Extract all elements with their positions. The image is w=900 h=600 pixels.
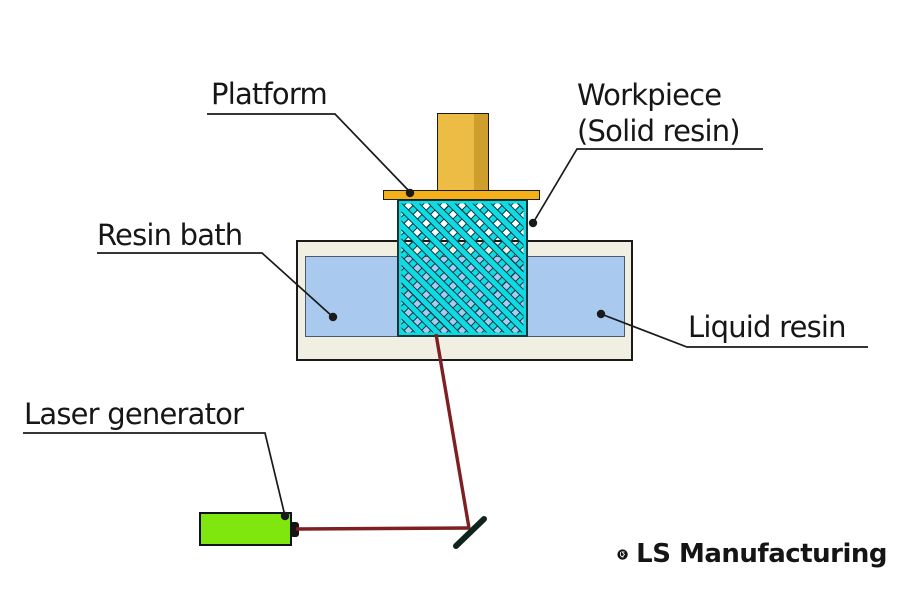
workpiece-lattice [397,199,528,337]
laser-generator-label: Laser generator [24,397,244,431]
laser-generator-leader-line [23,432,286,517]
platform-leader-dot [405,188,415,198]
laser-generator-leader-dot [280,511,290,521]
resin-bath-leader-dot [328,312,338,322]
brand-name: LS Manufacturing [636,539,887,569]
liquid-resin-label: Liquid resin [688,310,847,344]
ls-monogram-icon [617,548,628,560]
workpiece-label: Workpiece (Solid resin) [577,77,741,149]
brand-footer: LS Manufacturing [617,533,887,575]
laser-beam-horizontal [295,526,471,531]
platform-label: Platform [211,77,328,111]
resin-bath-label: Resin bath [97,218,243,252]
workpiece-leader-line [532,148,763,224]
platform-plate [383,190,540,200]
laser-beam-reflected [434,333,471,529]
platform-leader-line [207,113,411,193]
liquid-resin-leader-line [600,313,868,348]
resin-bath-leader-line [97,252,334,318]
laser-aperture [290,522,299,537]
laser-generator-box [199,512,292,546]
workpiece-leader-dot [528,218,538,228]
workpiece-label-line1: Workpiece [577,78,722,112]
liquid-resin-leader-dot [596,309,606,319]
workpiece-label-line2: (Solid resin) [577,114,741,148]
scanner-mirror [453,516,487,549]
platform-column [437,113,489,194]
